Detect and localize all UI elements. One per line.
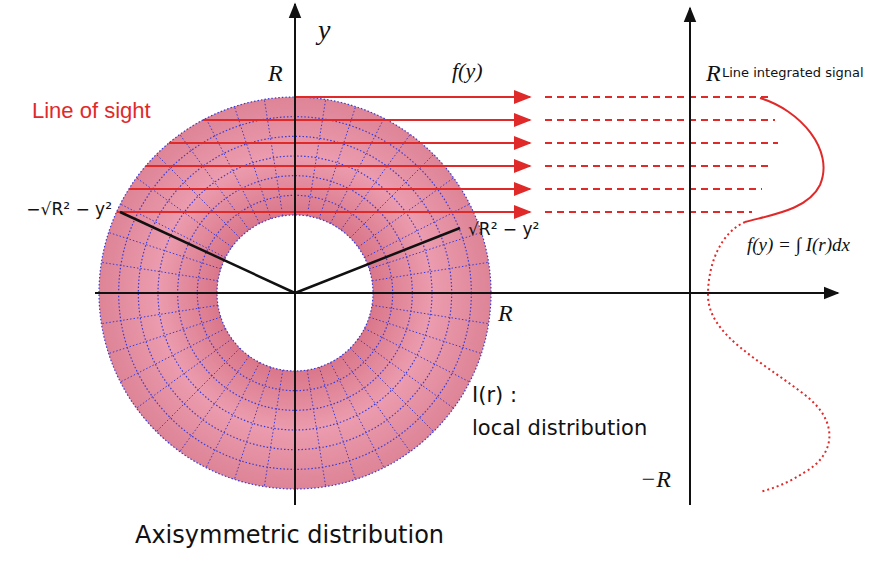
radius-line xyxy=(295,228,460,293)
lines-of-sight xyxy=(117,97,778,212)
mesh-spoke xyxy=(364,328,469,382)
line-of-sight xyxy=(146,165,530,167)
mesh-spoke xyxy=(101,262,218,280)
signal-label: f(y) xyxy=(452,58,483,83)
mesh-spoke xyxy=(264,99,282,216)
line-of-sight xyxy=(203,119,530,121)
mesh-spoke xyxy=(330,362,384,467)
mesh-spoke xyxy=(330,118,384,223)
mesh-spoke xyxy=(101,305,218,323)
line-of-sight-extension xyxy=(545,96,770,98)
mesh-spoke xyxy=(341,134,410,229)
y-axis xyxy=(294,4,296,505)
mesh-spoke xyxy=(369,317,481,353)
mesh-spoke xyxy=(206,362,260,467)
axis-label: −R xyxy=(640,466,671,494)
line-of-sight xyxy=(295,96,530,98)
axis-label: R xyxy=(706,60,721,88)
line-of-sight-extension xyxy=(545,188,762,190)
mesh-spoke xyxy=(180,356,249,451)
mesh-spoke xyxy=(264,370,282,487)
signal-curve-dotted xyxy=(708,222,829,492)
mesh-spoke xyxy=(369,232,481,268)
mesh-spoke xyxy=(319,367,355,479)
annotation: local distribution xyxy=(472,416,647,440)
mesh-spoke xyxy=(350,348,433,431)
mesh-spoke xyxy=(307,370,325,487)
mesh-spoke xyxy=(319,107,355,219)
line-of-sight xyxy=(117,211,530,213)
line-of-sight xyxy=(129,188,530,190)
mesh-spoke xyxy=(358,339,453,408)
line-of-sight-extension xyxy=(545,142,778,144)
signal-axis xyxy=(689,8,691,505)
annotation: Line integrated signal xyxy=(722,66,864,81)
line-of-sight-extension xyxy=(545,119,775,121)
mesh-spoke xyxy=(372,305,489,323)
formula: f(y) = ∫ I(r)dx xyxy=(747,234,850,256)
axis-label: y xyxy=(318,14,330,46)
mesh-spoke xyxy=(109,317,221,353)
line-of-sight-extension xyxy=(545,211,752,213)
mesh-spoke xyxy=(234,107,270,219)
math-label: −√R² − y² xyxy=(26,200,112,220)
caption: Axisymmetric distribution xyxy=(135,522,444,550)
line-of-sight-extension xyxy=(545,165,772,167)
math-label: √R² − y² xyxy=(468,220,539,240)
x-axis xyxy=(95,292,838,294)
radius-line xyxy=(120,212,295,293)
axis-label: R xyxy=(498,300,513,328)
mesh-spoke xyxy=(156,348,239,431)
axis-label: R xyxy=(268,60,283,88)
mesh-spoke xyxy=(307,99,325,216)
mesh-spoke xyxy=(372,262,489,280)
line-of-sight xyxy=(169,142,530,144)
signal-curve xyxy=(745,98,824,222)
annotation: Line of sight xyxy=(32,98,151,123)
annotation: I(r) : xyxy=(472,383,517,407)
mesh-spoke xyxy=(234,367,270,479)
mesh-spoke xyxy=(120,328,225,382)
mesh-spoke xyxy=(206,118,260,223)
